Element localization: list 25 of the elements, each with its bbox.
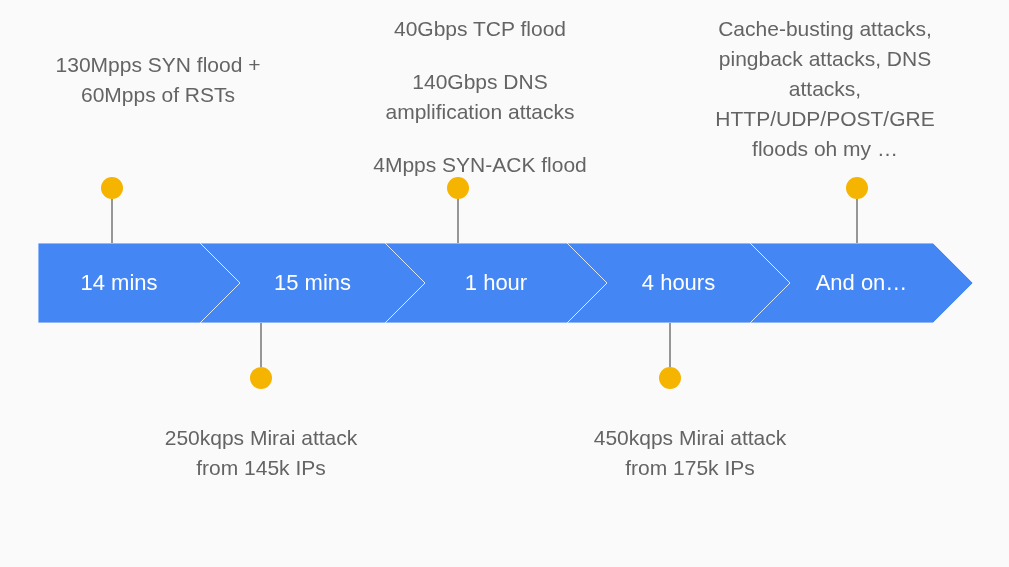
connector-line: [457, 198, 459, 244]
event-caption: 4Mpps SYN-ACK flood: [373, 152, 587, 178]
timeline-segment: [567, 243, 790, 323]
event-caption: Cache-busting attacks, pingback attacks, DNS attacks, HTTP/UDP/POST/GRE floods oh my …: [714, 16, 936, 162]
connector-line: [260, 322, 262, 368]
timeline-segment: [385, 243, 607, 323]
timeline-segment: [200, 243, 425, 323]
timeline-segment: [750, 243, 973, 323]
dot-marker-icon: [250, 367, 272, 389]
dot-marker-icon: [846, 177, 868, 199]
event-caption: 140Gbps DNS amplification attacks: [384, 69, 576, 125]
event-caption: 450kqps Mirai attack from 175k IPs: [592, 425, 788, 481]
dot-marker-icon: [447, 177, 469, 199]
connector-line: [669, 322, 671, 368]
step-label: 4 hours: [641, 270, 716, 296]
event-caption: 130Mpps SYN flood + 60Mpps of RSTs: [54, 52, 262, 108]
step-label: And on…: [815, 270, 908, 296]
event-caption: 250kqps Mirai attack from 145k IPs: [163, 425, 359, 481]
dot-marker-icon: [659, 367, 681, 389]
connector-line: [856, 198, 858, 244]
event-caption: 40Gbps TCP flood: [394, 16, 566, 42]
dot-marker-icon: [101, 177, 123, 199]
step-label: 15 mins: [273, 270, 351, 296]
connector-line: [111, 198, 113, 244]
step-label: 1 hour: [464, 270, 528, 296]
